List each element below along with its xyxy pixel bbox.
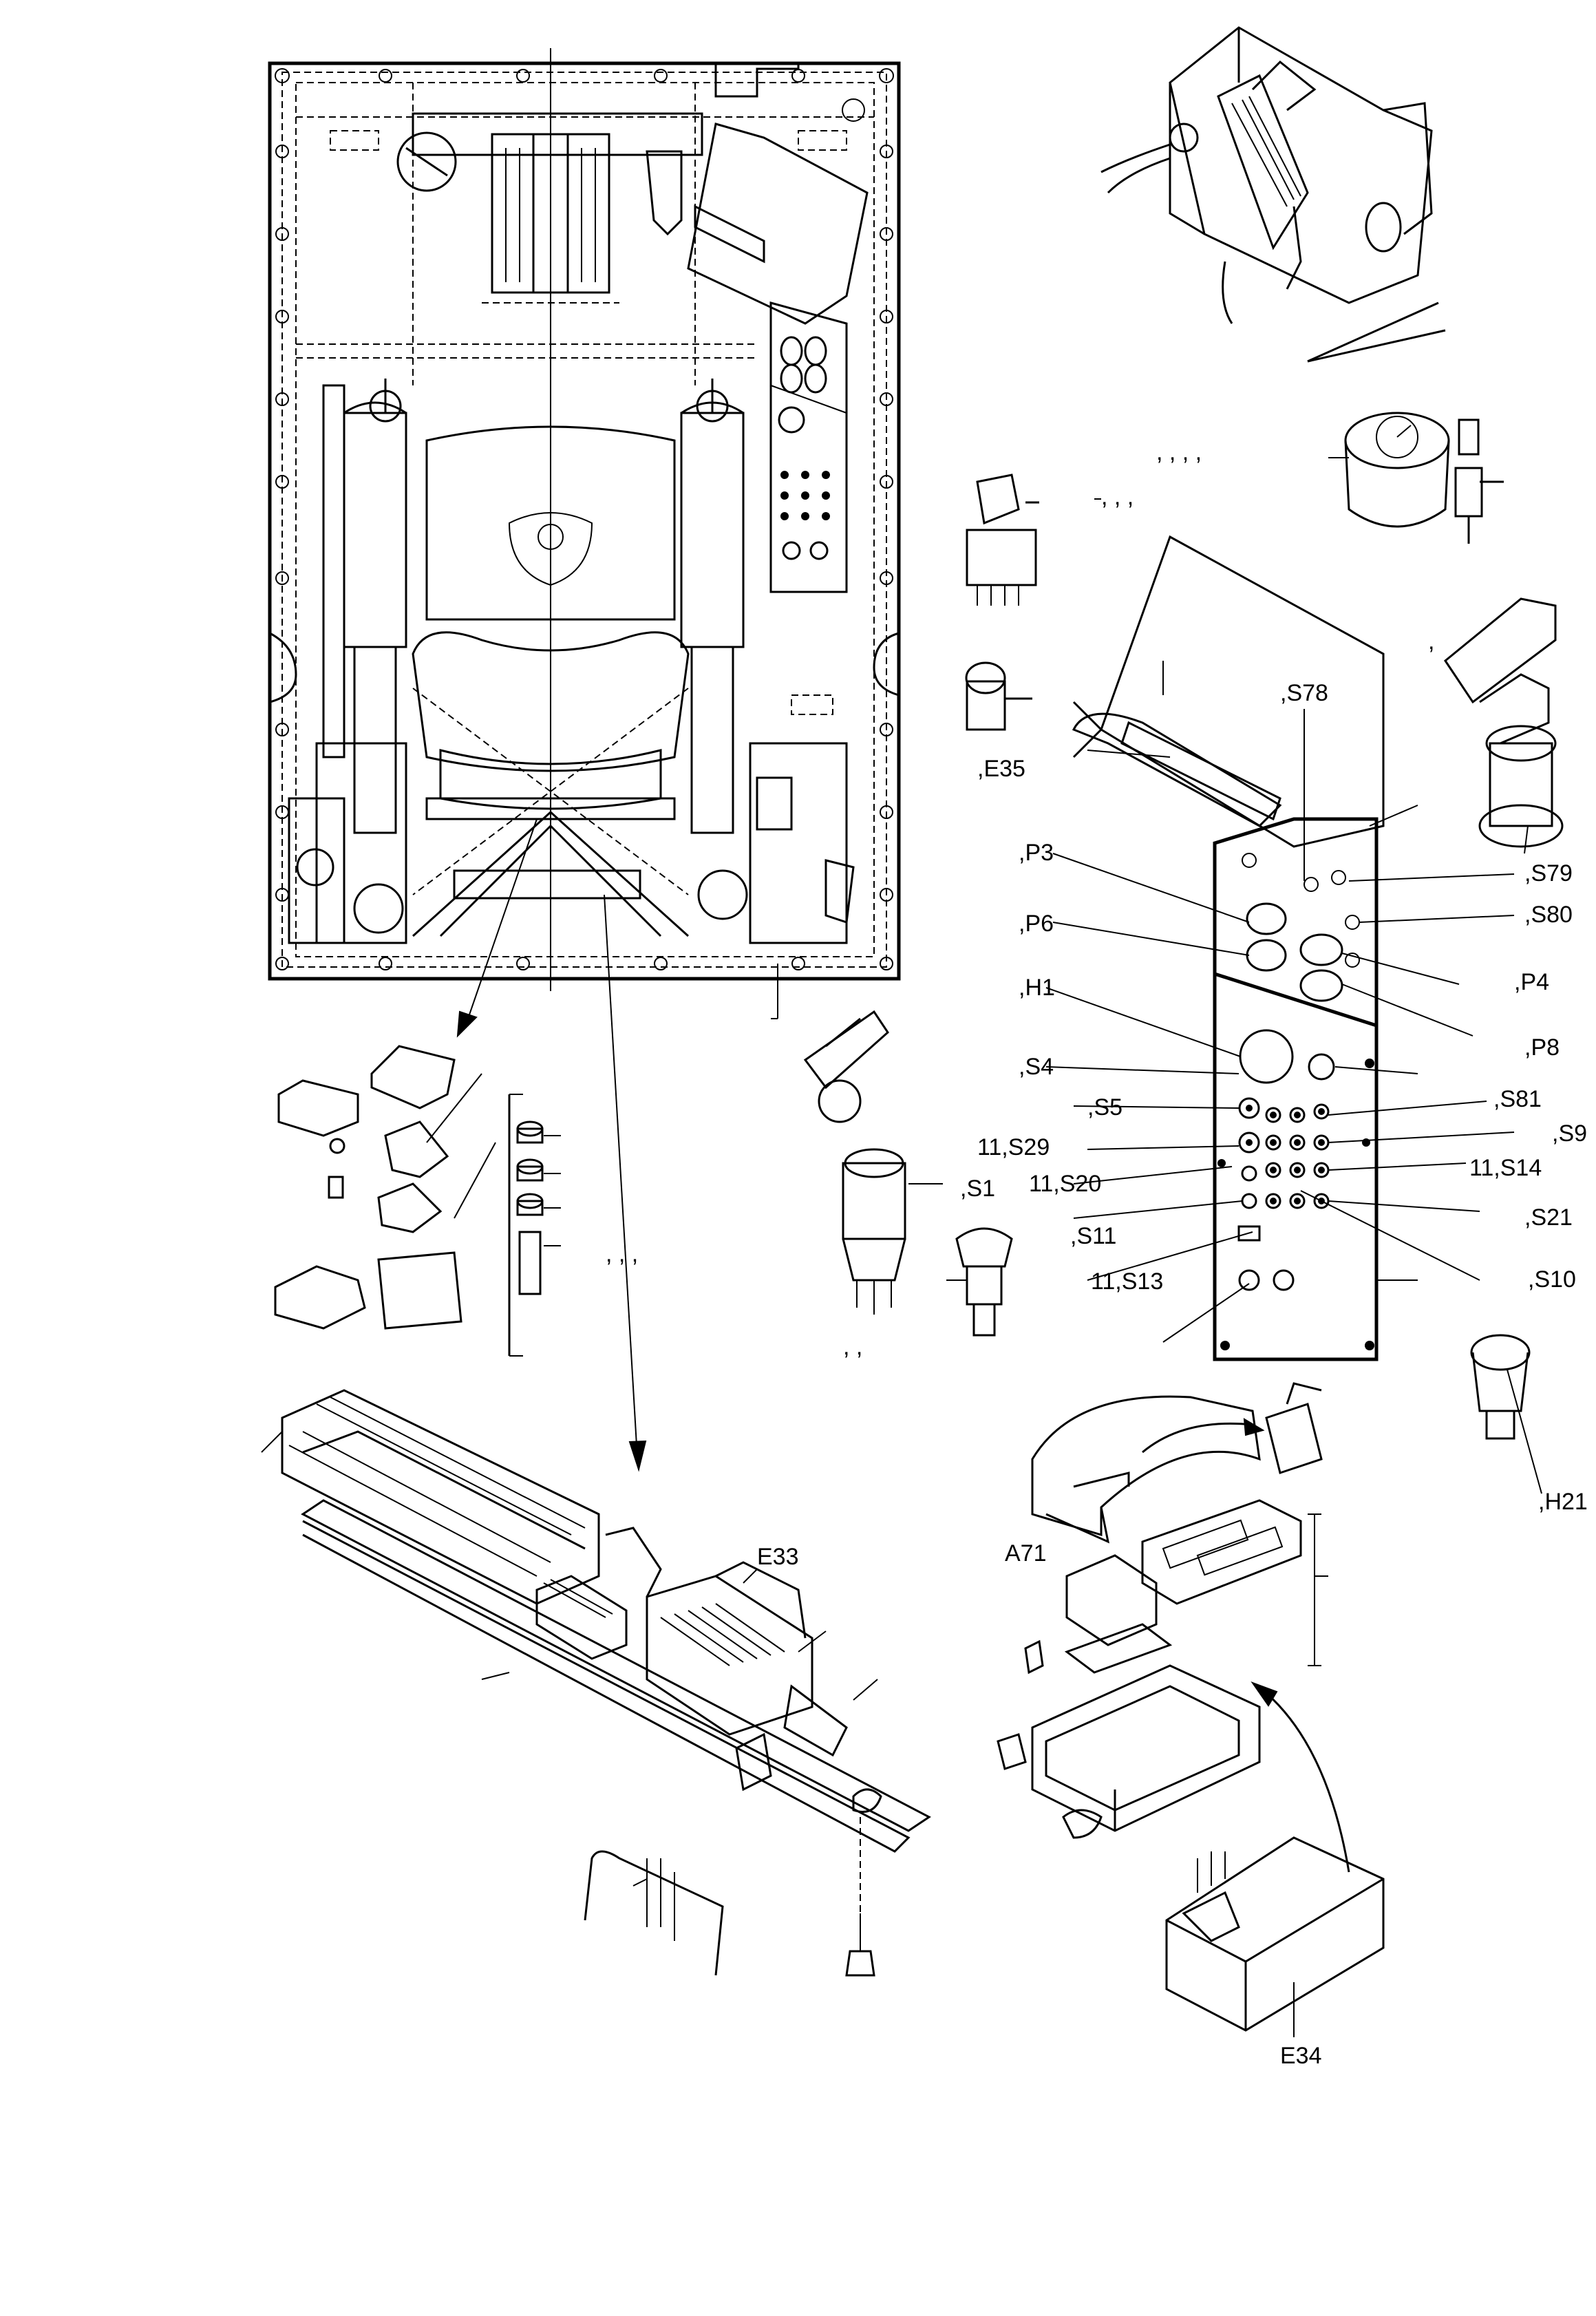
label-s29: 11,S29 (977, 1134, 1050, 1160)
push-button-icon (965, 661, 1032, 731)
rotary-switch-icon (803, 1010, 1013, 1337)
comma-group-3: , , , (606, 1241, 639, 1267)
label-s20: 11,S20 (1029, 1171, 1102, 1197)
key-switch-icon (966, 474, 1039, 606)
comma-group-2: , , , (1101, 484, 1134, 510)
label-s79: ,S79 (1524, 860, 1573, 886)
comma-group-1: , , , , (1156, 439, 1202, 465)
label-e35: ,E35 (977, 756, 1025, 782)
label-s9: ,S9 (1552, 1120, 1588, 1147)
warning-lamp-icon (1454, 418, 1504, 544)
label-s21: ,S21 (1524, 1204, 1573, 1231)
label-e33: E33 (757, 1544, 799, 1570)
meter-gauge-icon (1100, 26, 1446, 363)
label-h1: ,H1 (1019, 975, 1055, 1001)
label-s5: ,S5 (1087, 1094, 1123, 1120)
label-e34: E34 (1280, 2043, 1322, 2069)
label-s14: 11,S14 (1469, 1155, 1542, 1181)
label-p6: ,P6 (1019, 911, 1054, 937)
fuse-box-icon (1165, 1836, 1385, 2037)
label-s13: 11,S13 (1091, 1268, 1164, 1295)
label-p8: ,P8 (1524, 1034, 1560, 1061)
base-frame-icon (268, 48, 901, 991)
gauge-icon (1328, 412, 1450, 528)
comma-group-4: , , (843, 1334, 863, 1360)
label-h21: ,H21 (1538, 1489, 1588, 1515)
label-s80: ,S80 (1524, 902, 1573, 928)
misc-leader-lines (771, 498, 1101, 1184)
terminal-rail-icon (261, 1389, 931, 1977)
label-s4: ,S4 (1019, 1054, 1054, 1080)
control-panel-icon (1072, 535, 1385, 1361)
ignition-key-icon (1443, 597, 1564, 854)
label-s78: ,S78 (1280, 680, 1328, 706)
comma-group-5: , (1428, 628, 1435, 655)
label-p4: ,P4 (1514, 969, 1550, 995)
label-s10: ,S10 (1528, 1266, 1576, 1293)
cable-connector-icon (274, 1045, 561, 1357)
label-s1: ,S1 (960, 1176, 996, 1202)
label-s11: ,S11 (1070, 1223, 1117, 1249)
leader-lines (1045, 709, 1515, 1343)
electronic-module-icon (997, 1382, 1350, 1873)
label-p3: ,P3 (1019, 840, 1054, 866)
label-s81: ,S81 (1493, 1086, 1542, 1112)
warning-lamp-icon (1470, 1334, 1542, 1494)
label-a71: A71 (1005, 1540, 1047, 1566)
